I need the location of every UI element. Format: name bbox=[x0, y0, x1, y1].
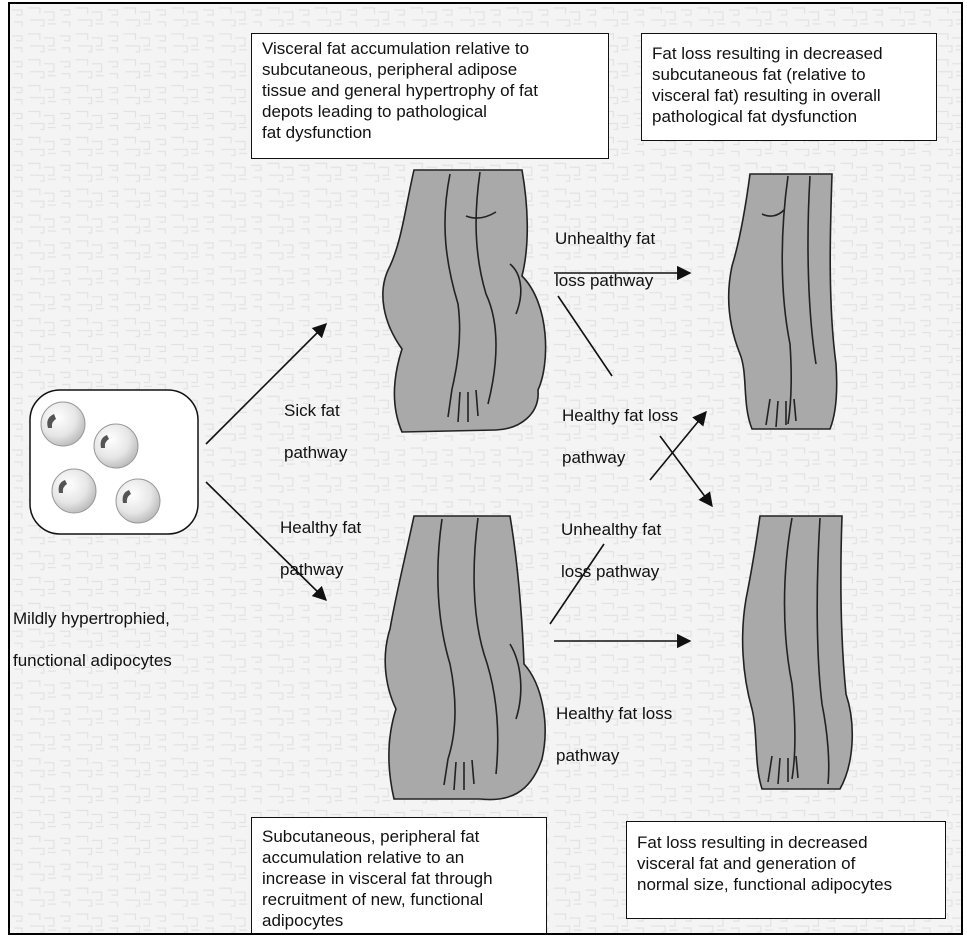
label-healthy-loss-bottom: Healthy fat loss pathway bbox=[556, 682, 672, 787]
label-unhealthy-loss-cross: Unhealthy fat loss pathway bbox=[561, 498, 661, 603]
label-line: pathway bbox=[280, 559, 361, 580]
label-line: loss pathway bbox=[555, 270, 655, 291]
label-line: Mildly hypertrophied, bbox=[13, 608, 172, 629]
label-healthy-loss-cross: Healthy fat loss pathway bbox=[562, 384, 678, 489]
adipocyte-cluster bbox=[30, 390, 198, 534]
box-unhealthy-loss-result: Fat loss resulting in decreased subcutan… bbox=[641, 33, 937, 141]
box-line: accumulation relative to an bbox=[262, 847, 536, 868]
box-peripheral-accumulation: Subcutaneous, peripheral fat accumulatio… bbox=[251, 817, 547, 935]
box-line: Fat loss resulting in decreased bbox=[652, 43, 926, 64]
box-visceral-accumulation: Visceral fat accumulation relative to su… bbox=[251, 33, 609, 159]
box-line: fat dysfunction bbox=[262, 122, 598, 143]
body-visceral-obese bbox=[383, 170, 546, 432]
label-line: Unhealthy fat bbox=[555, 228, 655, 249]
box-healthy-loss-result: Fat loss resulting in decreased visceral… bbox=[626, 821, 946, 919]
label-line: Healthy fat loss bbox=[562, 405, 678, 426]
box-line: visceral fat) resulting in overall bbox=[652, 85, 926, 106]
diagram-frame: Visceral fat accumulation relative to su… bbox=[8, 2, 963, 935]
box-line: normal size, functional adipocytes bbox=[637, 874, 935, 895]
label-unhealthy-loss-top: Unhealthy fat loss pathway bbox=[555, 207, 655, 312]
label-sick-fat-pathway: Sick fat pathway bbox=[284, 379, 347, 484]
label-line: Unhealthy fat bbox=[561, 519, 661, 540]
label-line: loss pathway bbox=[561, 561, 661, 582]
box-line: subcutaneous, peripheral adipose bbox=[262, 59, 598, 80]
box-line: increase in visceral fat through bbox=[262, 868, 536, 889]
label-line: pathway bbox=[556, 745, 672, 766]
box-line: adipocytes bbox=[262, 910, 536, 931]
label-line: Healthy fat bbox=[280, 517, 361, 538]
label-adipocytes: Mildly hypertrophied, functional adipocy… bbox=[13, 587, 172, 692]
box-line: visceral fat and generation of bbox=[637, 853, 935, 874]
box-line: Subcutaneous, peripheral fat bbox=[262, 826, 536, 847]
box-line: recruitment of new, functional bbox=[262, 889, 536, 910]
label-line: Healthy fat loss bbox=[556, 703, 672, 724]
box-line: subcutaneous fat (relative to bbox=[652, 64, 926, 85]
label-line: Sick fat bbox=[284, 400, 347, 421]
label-line: pathway bbox=[284, 442, 347, 463]
body-unhealthy-loss bbox=[729, 174, 837, 429]
body-healthy-lean bbox=[743, 516, 853, 789]
label-healthy-fat-pathway: Healthy fat pathway bbox=[280, 496, 361, 601]
label-line: pathway bbox=[562, 447, 678, 468]
box-line: Visceral fat accumulation relative to bbox=[262, 38, 598, 59]
box-line: Fat loss resulting in decreased bbox=[637, 832, 935, 853]
body-peripheral-fat bbox=[385, 516, 545, 800]
box-line: depots leading to pathological bbox=[262, 101, 598, 122]
box-line: pathological fat dysfunction bbox=[652, 106, 926, 127]
label-line: functional adipocytes bbox=[13, 650, 172, 671]
box-line: tissue and general hypertrophy of fat bbox=[262, 80, 598, 101]
